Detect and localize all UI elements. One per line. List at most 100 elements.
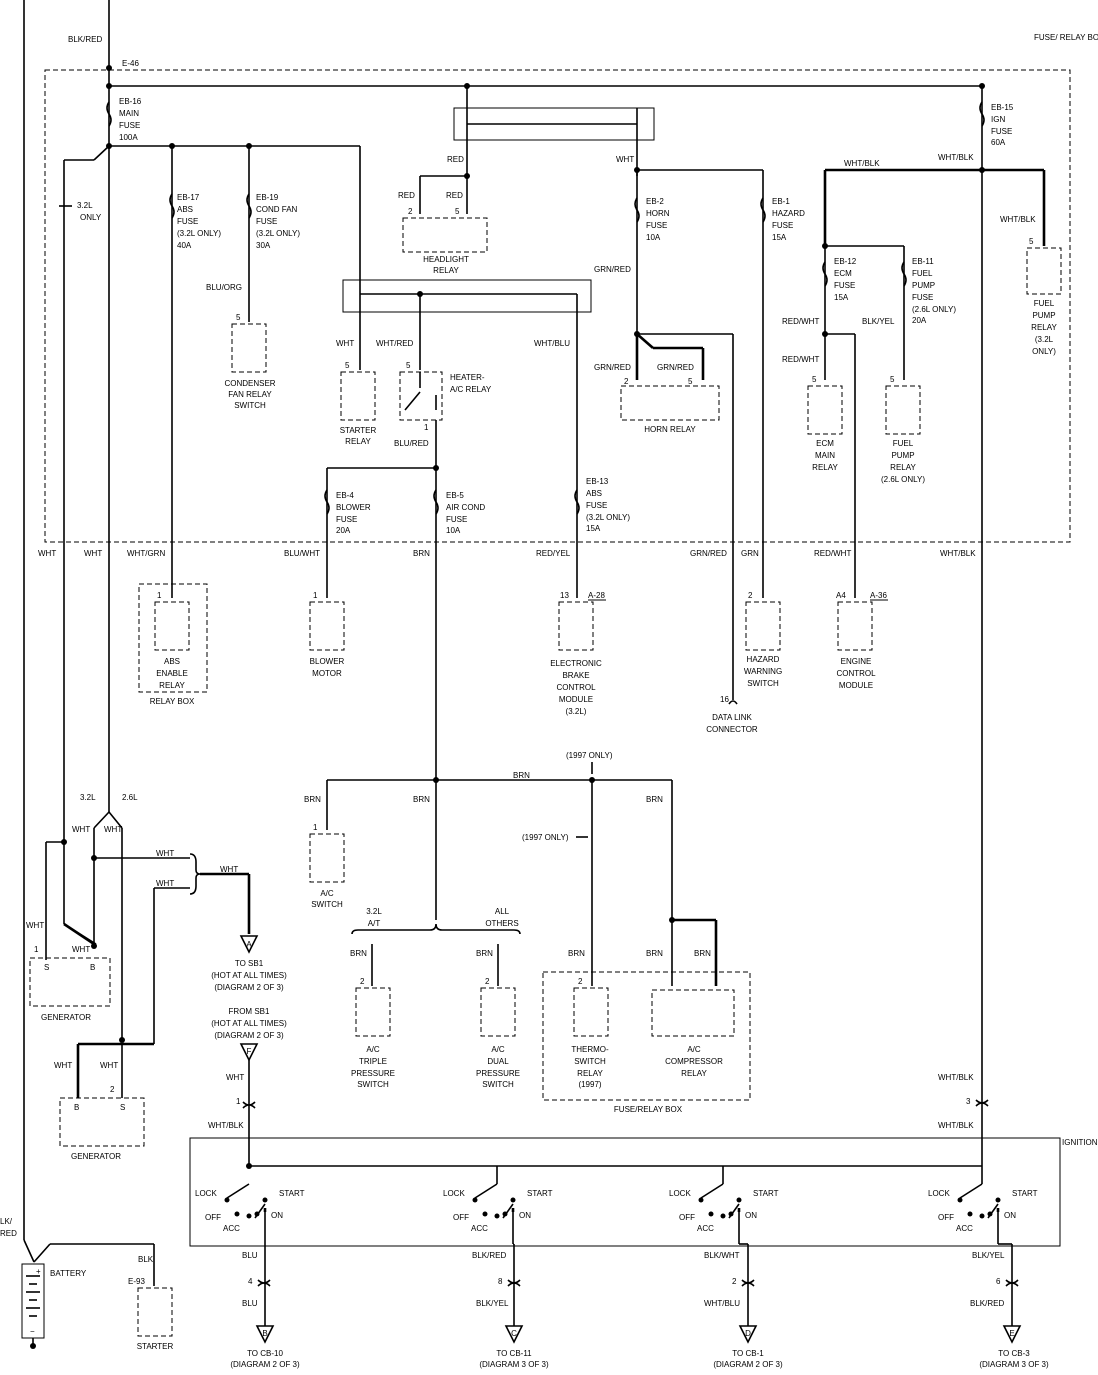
svg-text:FUSE: FUSE — [119, 121, 140, 130]
svg-text:E-93: E-93 — [128, 1277, 145, 1286]
svg-text:(2.6L ONLY): (2.6L ONLY) — [912, 305, 956, 314]
svg-text:15A: 15A — [772, 233, 787, 242]
svg-text:BLK/WHT: BLK/WHT — [704, 1251, 740, 1260]
svg-text:(2.6L ONLY): (2.6L ONLY) — [881, 475, 925, 484]
svg-text:FUEL: FUEL — [912, 269, 933, 278]
pos-acc: ACC — [471, 1224, 488, 1233]
svg-text:WHT: WHT — [156, 879, 174, 888]
pos-start: START — [753, 1189, 779, 1198]
pos-start: START — [527, 1189, 553, 1198]
svg-text:MODULE: MODULE — [559, 695, 593, 704]
svg-text:TO CB-11: TO CB-11 — [496, 1349, 532, 1358]
svg-text:WHT: WHT — [220, 865, 238, 874]
svg-text:FAN RELAY: FAN RELAY — [228, 390, 272, 399]
svg-text:BLK/YEL: BLK/YEL — [862, 317, 895, 326]
svg-text:TO CB-1: TO CB-1 — [732, 1349, 764, 1358]
to-cb3-connector: TO CB-3 (DIAGRAM 3 OF 3) — [979, 1349, 1049, 1369]
ecm-main-relay: ECM MAIN RELAY — [812, 439, 838, 472]
svg-text:RELAY: RELAY — [812, 463, 838, 472]
svg-text:WHT/BLK: WHT/BLK — [938, 153, 974, 162]
svg-text:+: + — [36, 1267, 41, 1276]
fuel-pump-relay-32: FUEL PUMP RELAY (3.2L ONLY) — [1031, 299, 1057, 356]
svg-text:(DIAGRAM 2 OF 3): (DIAGRAM 2 OF 3) — [214, 983, 284, 992]
data-link-connector: DATA LINK CONNECTOR — [706, 713, 758, 734]
pos-off: OFF — [453, 1213, 469, 1222]
svg-text:WHT/GRN: WHT/GRN — [127, 549, 165, 558]
svg-text:FUSE: FUSE — [834, 281, 855, 290]
pos-off: OFF — [938, 1213, 954, 1222]
svg-text:BLU/RED: BLU/RED — [394, 439, 429, 448]
svg-text:HAZARD: HAZARD — [772, 209, 805, 218]
from-sb1-connector: FROM SB1 (HOT AT ALL TIMES) (DIAGRAM 2 O… — [211, 1007, 287, 1040]
svg-text:RELAY: RELAY — [577, 1069, 603, 1078]
svg-text:2: 2 — [110, 1085, 115, 1094]
horn-relay: HORN RELAY — [644, 425, 696, 434]
pos-lock: LOCK — [669, 1189, 691, 1198]
splice-e46: E-46 — [122, 59, 139, 68]
svg-text:FUSE: FUSE — [336, 515, 357, 524]
relay-box-outline — [138, 583, 208, 693]
svg-text:(DIAGRAM 3 OF 3): (DIAGRAM 3 OF 3) — [479, 1360, 549, 1369]
svg-text:SWITCH: SWITCH — [234, 401, 266, 410]
svg-text:BLU: BLU — [242, 1251, 258, 1260]
svg-text:WHT/BLU: WHT/BLU — [704, 1299, 740, 1308]
svg-text:15A: 15A — [586, 524, 601, 533]
svg-text:WHT: WHT — [54, 1061, 72, 1070]
svg-text:30A: 30A — [256, 241, 271, 250]
svg-text:BRN: BRN — [568, 949, 585, 958]
svg-text:BRN: BRN — [646, 795, 663, 804]
ignition-switch-label: IGNITION SWITCH — [1062, 1138, 1098, 1147]
fuse-eb11: EB-11 FUEL PUMP FUSE (2.6L ONLY) 20A — [912, 257, 956, 325]
svg-text:(3.2L ONLY): (3.2L ONLY) — [586, 513, 630, 522]
svg-text:BRAKE: BRAKE — [562, 671, 589, 680]
svg-text:ENGINE: ENGINE — [841, 657, 872, 666]
svg-text:(1997 ONLY): (1997 ONLY) — [522, 833, 569, 842]
svg-text:RELAY: RELAY — [890, 463, 916, 472]
svg-text:2.6L: 2.6L — [122, 793, 138, 802]
svg-text:−: − — [30, 1327, 35, 1336]
svg-text:5: 5 — [688, 377, 693, 386]
svg-text:A4: A4 — [836, 591, 846, 600]
svg-text:(HOT AT ALL TIMES): (HOT AT ALL TIMES) — [211, 1019, 287, 1028]
svg-text:PUMP: PUMP — [912, 281, 935, 290]
svg-text:BRN: BRN — [304, 795, 321, 804]
svg-text:5: 5 — [812, 375, 817, 384]
to-cb1-connector: TO CB-1 (DIAGRAM 2 OF 3) — [713, 1349, 783, 1369]
battery: BATTERY — [50, 1269, 87, 1278]
battery-cells — [26, 1275, 40, 1317]
svg-text:CONNECTOR: CONNECTOR — [706, 725, 758, 734]
fuse-eb12: EB-12 ECM FUSE 15A — [834, 257, 857, 302]
svg-text:BRN: BRN — [476, 949, 493, 958]
svg-text:5: 5 — [406, 361, 411, 370]
svg-text:BLK/RED: BLK/RED — [970, 1299, 1004, 1308]
engine-control-module: ENGINE CONTROL MODULE — [836, 657, 876, 690]
svg-text:5: 5 — [890, 375, 895, 384]
headlight-relay: HEADLIGHT RELAY — [423, 255, 469, 275]
svg-text:SWITCH: SWITCH — [574, 1057, 606, 1066]
svg-text:FUSE: FUSE — [586, 501, 607, 510]
fuse-eb4: EB-4 BLOWER FUSE 20A — [336, 491, 371, 535]
pos-start: START — [1012, 1189, 1038, 1198]
svg-text:A/C: A/C — [366, 1045, 380, 1054]
svg-text:B: B — [74, 1103, 79, 1112]
svg-text:SWITCH: SWITCH — [357, 1080, 389, 1089]
svg-text:FUEL: FUEL — [893, 439, 914, 448]
pos-on: ON — [1004, 1211, 1016, 1220]
svg-text:A-36: A-36 — [870, 591, 887, 600]
svg-text:60A: 60A — [991, 138, 1006, 147]
svg-text:RED/WHT: RED/WHT — [782, 355, 819, 364]
svg-text:8: 8 — [498, 1277, 503, 1286]
svg-text:1: 1 — [313, 591, 318, 600]
svg-text:(3.2L): (3.2L) — [566, 707, 587, 716]
svg-text:CONDENSER: CONDENSER — [224, 379, 275, 388]
ac-switch: A/C SWITCH — [311, 889, 343, 909]
svg-text:MODULE: MODULE — [839, 681, 873, 690]
relay-box-label: RELAY BOX — [150, 697, 195, 706]
svg-text:BLK: BLK — [138, 1255, 154, 1264]
starter: STARTER — [137, 1342, 174, 1351]
svg-text:100A: 100A — [119, 133, 138, 142]
svg-text:BLU/ORG: BLU/ORG — [206, 283, 242, 292]
note-32-only: 3.2L — [77, 201, 93, 210]
svg-text:WHT/BLK: WHT/BLK — [938, 1121, 974, 1130]
